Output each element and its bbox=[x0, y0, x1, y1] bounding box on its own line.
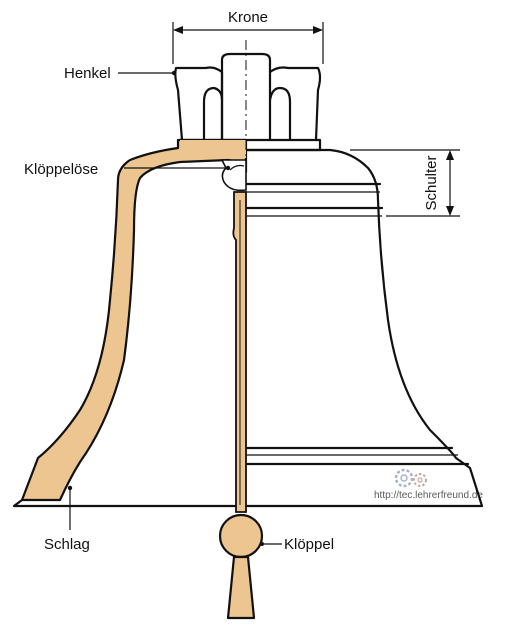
label-krone: Krone bbox=[228, 9, 268, 26]
watermark-text: http://tec.lehrerfreund.de bbox=[374, 490, 483, 501]
schulter-dimension: Schulter bbox=[350, 149, 460, 217]
kloeppeloese-shape bbox=[220, 159, 247, 192]
section-wall bbox=[20, 138, 248, 502]
watermark: http://tec.lehrerfreund.de bbox=[374, 468, 483, 501]
label-schlag: Schlag bbox=[44, 536, 90, 553]
schlag-leader: Schlag bbox=[44, 485, 90, 553]
bell-exterior-half bbox=[244, 148, 484, 508]
clapper-ball bbox=[218, 513, 264, 559]
label-henkel: Henkel bbox=[64, 65, 111, 82]
label-kloeppeloese: Klöppelöse bbox=[24, 161, 98, 178]
gear-icon bbox=[394, 468, 427, 488]
bell-crown bbox=[174, 52, 322, 152]
henkel-leader: Henkel bbox=[64, 65, 177, 82]
kloeppeloese-leader: Klöppelöse bbox=[24, 161, 231, 178]
label-schulter: Schulter bbox=[423, 155, 440, 210]
kloeppel-leader: Klöppel bbox=[260, 536, 334, 553]
bell-clapper bbox=[218, 191, 264, 620]
label-kloeppel: Klöppel bbox=[284, 536, 334, 553]
krone-dimension: Krone bbox=[172, 9, 324, 64]
bell-cross-section bbox=[12, 138, 248, 508]
clapper-tail bbox=[226, 555, 256, 620]
